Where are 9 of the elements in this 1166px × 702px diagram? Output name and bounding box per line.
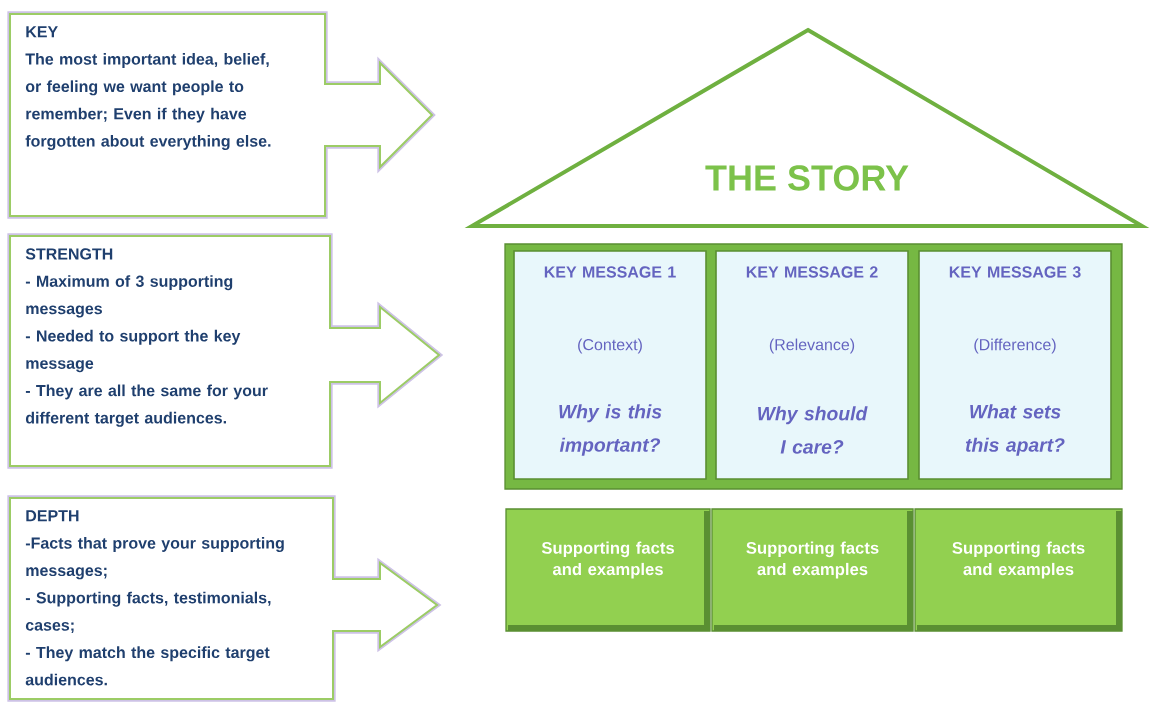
message-box: KEY MESSAGE 3 (Difference) What sets this apart? — [918, 250, 1112, 480]
message-box: KEY MESSAGE 1 (Context) Why is this important? — [513, 250, 707, 480]
arrow-callout: STRENGTH - Maximum of 3 supporting messages - Needed to support the key message - They are all the same for your different target audiences. — [7, 233, 444, 469]
support-block: Supporting facts and examples — [505, 508, 711, 632]
arrow-callout: DEPTH -Facts that prove your supporting messages; - Supporting facts, testimonials, cases; - They match the specific target audiences. — [7, 495, 442, 702]
arrow-callout: KEY The most important idea, belief, or feeling we want people to remember; Even if they have forgotten about everything else. — [7, 11, 436, 219]
support-block: Supporting facts and examples — [914, 508, 1123, 632]
message-box: KEY MESSAGE 2 (Relevance) Why should I care? — [715, 250, 909, 480]
support-block: Supporting facts and examples — [711, 508, 914, 632]
